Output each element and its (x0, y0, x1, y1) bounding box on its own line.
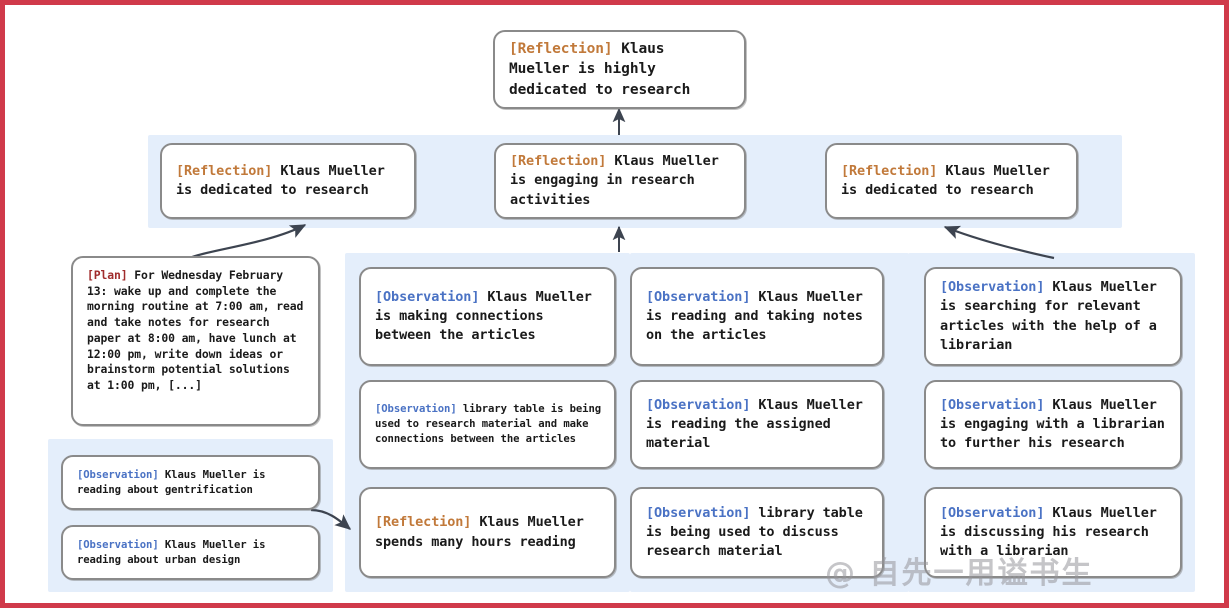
node-body: For Wednesday February 13: wake up and c… (87, 268, 311, 393)
node-col3-observation-1[interactable]: [Observation] Klaus Mueller is searching… (924, 267, 1182, 366)
node-text: [Observation] Klaus Mueller is making co… (375, 288, 602, 345)
tag-observation: [Observation] (940, 279, 1045, 296)
tag-observation: [Observation] (77, 538, 159, 551)
tag-observation: [Observation] (646, 288, 751, 305)
node-text: [Observation] Klaus Mueller is reading a… (646, 288, 870, 345)
node-body: library table is being used to research … (375, 403, 608, 445)
node-body: Klaus Mueller is reading and taking note… (646, 288, 871, 344)
node-text: [Reflection] Klaus Mueller spends many h… (375, 513, 602, 551)
node-body: Klaus Mueller is engaging in research ac… (510, 153, 727, 208)
node-body: library table is being used to discuss r… (646, 504, 871, 560)
node-text: [Observation] Klaus Mueller is reading a… (77, 468, 306, 498)
tag-plan: [Plan] (87, 268, 128, 282)
node-mid-reflection-left[interactable]: [Reflection] Klaus Mueller is dedicated … (160, 143, 416, 219)
tag-observation: [Observation] (375, 403, 457, 416)
node-body: Klaus Mueller is highly dedicated to res… (509, 40, 691, 98)
node-mid-reflection-right[interactable]: [Reflection] Klaus Mueller is dedicated … (825, 143, 1078, 219)
node-body: Klaus Mueller is dedicated to research (176, 162, 393, 198)
node-col3-observation-3[interactable]: [Observation] Klaus Mueller is discussin… (924, 487, 1182, 578)
node-col2-observation-1[interactable]: [Observation] Klaus Mueller is reading a… (630, 267, 884, 366)
node-body: Klaus Mueller is reading about gentrific… (77, 468, 272, 496)
node-col1-reflection[interactable]: [Reflection] Klaus Mueller spends many h… (359, 487, 616, 578)
tag-observation: [Observation] (77, 468, 159, 481)
node-text: [Observation] library table is being use… (646, 504, 870, 561)
tag-observation: [Observation] (375, 288, 480, 305)
node-text: [Observation] Klaus Mueller is engaging … (940, 396, 1168, 453)
node-body: Klaus Mueller is discussing his research… (940, 504, 1165, 560)
arrow-plan-to-left-reflection (191, 224, 307, 259)
node-text: [Reflection] Klaus Mueller is highly ded… (509, 39, 732, 101)
node-text: [Observation] Klaus Mueller is discussin… (940, 504, 1168, 561)
node-text: [Reflection] Klaus Mueller is dedicated … (841, 162, 1064, 200)
tag-observation: [Observation] (646, 504, 751, 521)
node-body: Klaus Mueller is reading about urban des… (77, 538, 272, 566)
tag-reflection: [Reflection] (176, 162, 273, 179)
tag-observation: [Observation] (646, 396, 751, 413)
tag-reflection: [Reflection] (841, 162, 938, 179)
tag-observation: [Observation] (940, 504, 1045, 521)
node-text: [Reflection] Klaus Mueller is dedicated … (176, 162, 402, 200)
node-obs-bottomleft-1[interactable]: [Observation] Klaus Mueller is reading a… (61, 455, 320, 510)
node-body: Klaus Mueller is dedicated to research (841, 162, 1058, 198)
node-body: Klaus Mueller spends many hours reading (375, 514, 592, 550)
node-col1-observation-1[interactable]: [Observation] Klaus Mueller is making co… (359, 267, 616, 366)
node-col2-observation-2[interactable]: [Observation] Klaus Mueller is reading t… (630, 380, 884, 469)
node-text: [Reflection] Klaus Mueller is engaging i… (510, 152, 732, 209)
node-body: Klaus Mueller is reading the assigned ma… (646, 396, 871, 452)
node-col2-observation-3[interactable]: [Observation] library table is being use… (630, 487, 884, 578)
tag-observation: [Observation] (940, 396, 1045, 413)
node-text: [Observation] library table is being use… (375, 402, 602, 446)
node-text: [Observation] Klaus Mueller is reading t… (646, 396, 870, 453)
node-text: [Observation] Klaus Mueller is reading a… (77, 538, 306, 568)
node-plan[interactable]: [Plan] For Wednesday February 13: wake u… (71, 256, 320, 426)
node-body: Klaus Mueller is engaging with a librari… (940, 396, 1173, 452)
node-body: Klaus Mueller is searching for relevant … (940, 279, 1165, 353)
tag-reflection: [Reflection] (510, 153, 607, 170)
node-col3-observation-2[interactable]: [Observation] Klaus Mueller is engaging … (924, 380, 1182, 469)
node-mid-reflection-center[interactable]: [Reflection] Klaus Mueller is engaging i… (494, 143, 746, 219)
node-text: [Plan] For Wednesday February 13: wake u… (87, 268, 306, 394)
node-text: [Observation] Klaus Mueller is searching… (940, 278, 1168, 355)
node-col1-observation-2[interactable]: [Observation] library table is being use… (359, 380, 616, 469)
node-root-reflection[interactable]: [Reflection] Klaus Mueller is highly ded… (493, 30, 746, 109)
node-obs-bottomleft-2[interactable]: [Observation] Klaus Mueller is reading a… (61, 525, 320, 580)
node-body: Klaus Mueller is making connections betw… (375, 288, 600, 344)
tag-reflection: [Reflection] (509, 40, 613, 57)
tag-reflection: [Reflection] (375, 514, 472, 531)
